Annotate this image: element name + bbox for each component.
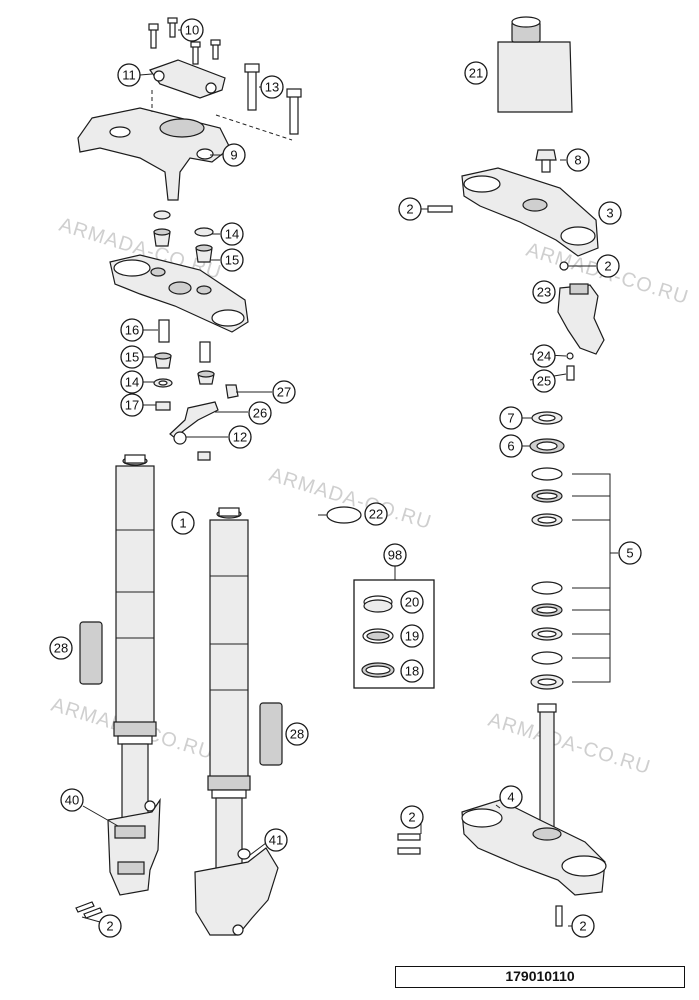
callout-2-upper-right: 2 (596, 254, 620, 278)
callout-11: 11 (117, 63, 141, 87)
callout-9-label: 9 (230, 148, 237, 163)
callout-24: 24 (532, 344, 556, 368)
callout-2-lower-right: 2 (571, 914, 595, 938)
callout-16: 16 (120, 318, 144, 342)
callout-4: 4 (499, 785, 523, 809)
callout-3: 3 (598, 201, 622, 225)
callout-19-label: 19 (405, 629, 419, 644)
callout-27: 27 (272, 380, 296, 404)
upper-triple-clamp-right (427, 167, 599, 271)
fork-oil-can (497, 16, 573, 113)
callout-28-left-label: 28 (54, 641, 68, 656)
callout-11-label: 11 (122, 68, 136, 83)
callout-15-upper-label: 15 (225, 253, 239, 268)
callout-15-upper: 15 (220, 248, 244, 272)
callout-2-upper-clamp: 2 (398, 197, 422, 221)
callout-24-label: 24 (537, 349, 551, 364)
fork-leg-right (194, 507, 279, 936)
callout-22-label: 22 (369, 507, 383, 522)
callout-17: 17 (120, 393, 144, 417)
steering-bolt-8 (535, 149, 557, 173)
callout-12-label: 12 (233, 430, 247, 445)
callout-9: 9 (222, 143, 246, 167)
callout-12: 12 (228, 425, 252, 449)
callout-15-lower-label: 15 (125, 350, 139, 365)
callout-41-label: 41 (269, 833, 283, 848)
callout-25: 25 (532, 369, 556, 393)
watermark-3: ARMADA-CO.RU (267, 464, 435, 534)
callout-2-bottom-left: 2 (98, 914, 122, 938)
callout-21: 21 (464, 61, 488, 85)
callout-1-label: 1 (179, 516, 186, 531)
lower-mount-parts (153, 319, 239, 461)
callout-18: 18 (400, 659, 424, 683)
callout-7: 7 (499, 406, 523, 430)
fork-guards (79, 621, 283, 766)
callout-5-label: 5 (626, 546, 633, 561)
callout-18-label: 18 (405, 664, 419, 679)
callout-10-label: 10 (185, 23, 199, 38)
callout-7-label: 7 (507, 411, 514, 426)
callout-22: 22 (364, 502, 388, 526)
callout-14-lower-label: 14 (125, 375, 139, 390)
callout-14-upper-label: 14 (225, 227, 239, 242)
callout-98: 98 (383, 543, 407, 567)
o-ring-22 (326, 506, 362, 524)
callout-2-bottom-left-label: 2 (106, 919, 113, 934)
callout-27-label: 27 (277, 385, 291, 400)
callout-8-label: 8 (574, 153, 581, 168)
callout-14-lower: 14 (120, 370, 144, 394)
diagram-code: 179010110 (395, 966, 685, 988)
callout-2-upper-right-label: 2 (604, 259, 611, 274)
callout-2-lower-right-label: 2 (579, 919, 586, 934)
callout-10: 10 (180, 18, 204, 42)
callout-40: 40 (60, 788, 84, 812)
callout-4-label: 4 (507, 790, 514, 805)
callout-17-label: 17 (125, 398, 139, 413)
callout-20-label: 20 (405, 595, 419, 610)
callout-40-label: 40 (65, 793, 79, 808)
callout-14-upper: 14 (220, 222, 244, 246)
callout-13-label: 13 (265, 80, 279, 95)
bolts-bottom-left (75, 901, 103, 919)
handlebar-clamp-assembly (77, 17, 302, 201)
callout-2-lower-left-label: 2 (408, 810, 415, 825)
callout-98-label: 98 (388, 548, 402, 563)
callout-28-left: 28 (49, 636, 73, 660)
callout-5: 5 (618, 541, 642, 565)
callout-13: 13 (260, 75, 284, 99)
upper-triple-clamp-left (109, 254, 249, 333)
callout-6: 6 (499, 434, 523, 458)
callout-23: 23 (532, 280, 556, 304)
callout-41: 41 (264, 828, 288, 852)
callout-2-upper-clamp-label: 2 (406, 202, 413, 217)
fork-leg-left (107, 454, 161, 896)
watermark-5: ARMADA-CO.RU (486, 709, 654, 779)
callout-16-label: 16 (125, 323, 139, 338)
callout-1: 1 (171, 511, 195, 535)
callout-23-label: 23 (537, 285, 551, 300)
lower-triple-clamp (397, 703, 607, 927)
callout-8: 8 (566, 148, 590, 172)
upper-rubber-mounts (153, 210, 214, 263)
callout-15-lower: 15 (120, 345, 144, 369)
callout-28-right-label: 28 (290, 727, 304, 742)
callout-21-label: 21 (469, 66, 483, 81)
steering-stop-23 (557, 283, 605, 381)
callout-28-right: 28 (285, 722, 309, 746)
callout-6-label: 6 (507, 439, 514, 454)
callout-3-label: 3 (606, 206, 613, 221)
callout-20: 20 (400, 590, 424, 614)
callout-26-label: 26 (253, 406, 267, 421)
steering-bearing-stack (529, 411, 618, 690)
callout-25-label: 25 (537, 374, 551, 389)
callout-2-lower-left: 2 (400, 805, 424, 829)
callout-26: 26 (248, 401, 272, 425)
callout-19: 19 (400, 624, 424, 648)
